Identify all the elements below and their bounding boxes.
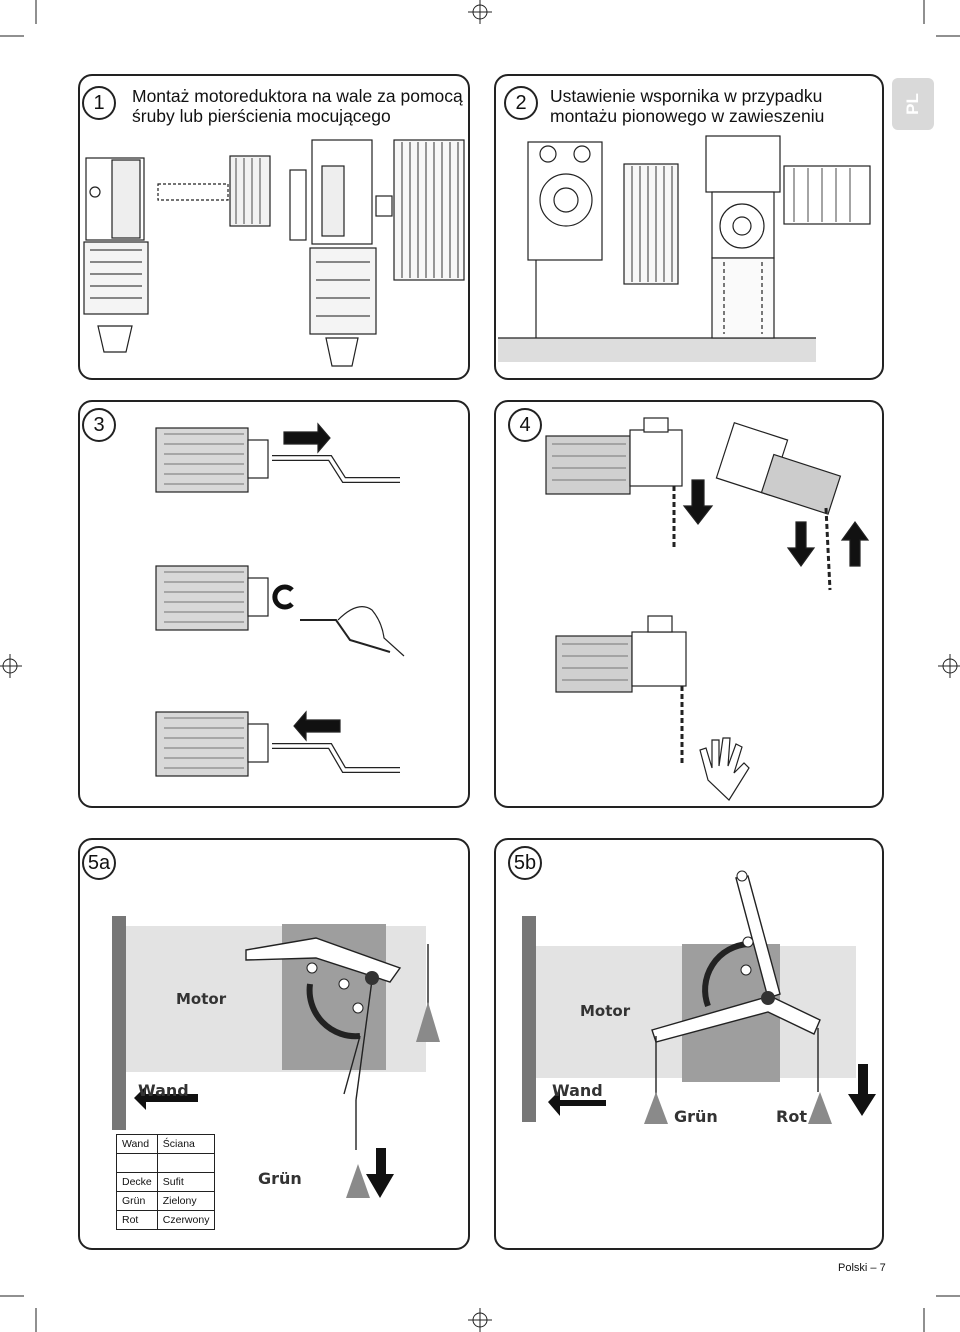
panel-5a-number: 5a	[82, 846, 116, 880]
panel-2-number: 2	[504, 86, 538, 120]
panel-3-number: 3	[82, 408, 116, 442]
wand-label-5b: Wand	[552, 1081, 603, 1100]
language-tab: PL	[892, 78, 934, 130]
gruen-label-5b: Grün	[674, 1107, 718, 1126]
motor-label: Motor	[176, 990, 227, 1008]
panel-3	[78, 400, 470, 808]
gruen-label: Grün	[258, 1169, 302, 1188]
panel-4-number: 4	[508, 408, 542, 442]
page-footer: Polski – 7	[838, 1262, 886, 1274]
rot-label-5b: Rot	[776, 1107, 807, 1126]
panel-1-title: Montaż motoreduktora na wale za pomocą ś…	[132, 86, 463, 126]
panel-5b-number: 5b	[508, 846, 542, 880]
panel-1-number: 1	[82, 86, 116, 120]
motor-label-5b: Motor	[580, 1002, 631, 1020]
wand-label: Wand	[138, 1081, 189, 1100]
panel-2-title: Ustawienie wspornika w przypadku montażu…	[550, 86, 825, 126]
